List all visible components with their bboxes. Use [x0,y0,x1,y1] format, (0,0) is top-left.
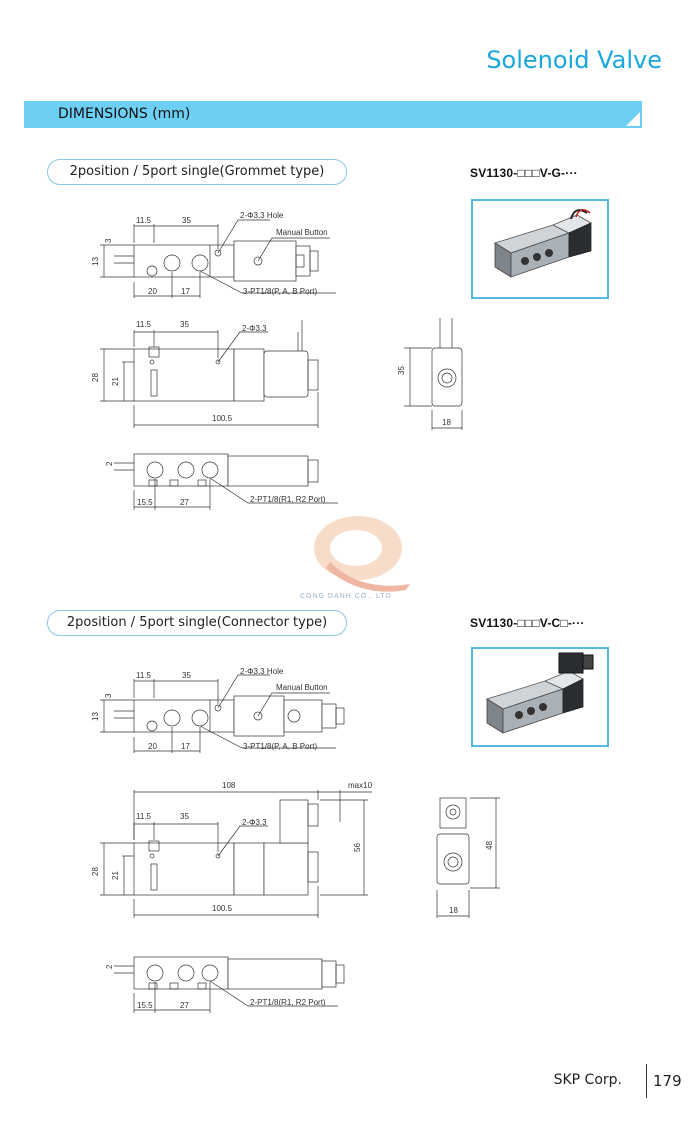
g-top-port: 3-PT1/8(P, A, B Port) [243,287,317,296]
g-top-d2: 35 [182,216,191,225]
c-side-h: 48 [485,841,494,850]
g-top-w1: 20 [148,287,157,296]
c-front-hole: 2-Φ3.3 [242,818,267,827]
c-bottom-h: 2 [105,964,114,969]
section-label: DIMENSIONS (mm) [58,106,191,122]
connector-type-label: 2position / 5port single(Connector type) [47,610,347,636]
footer-divider [646,1064,647,1098]
c-top-d1: 11.5 [136,671,152,680]
c-front-d2: 35 [180,812,189,821]
watermark-text: CONG DANH CO., LTD [300,593,392,600]
connector-front-view [100,790,372,918]
grommet-side-view [404,318,463,430]
g-side-h: 35 [397,366,406,375]
connector-valve-photo [471,647,609,747]
c-top-port: 3-PT1/8(P, A, B Port) [243,742,317,751]
grommet-bottom-view [114,453,338,510]
c-front-h2: 21 [111,871,120,880]
c-front-max: max10 [348,781,373,790]
grommet-model-code: SV1130-□□□V-G-··· [470,166,578,180]
g-bottom-w1: 15.5 [137,498,153,507]
grommet-type-label: 2position / 5port single(Grommet type) [47,159,347,185]
g-top-hole: 2-Φ3.3 Hole [240,211,284,220]
g-bottom-port: 2-PT1/8(R1, R2 Port) [250,495,326,504]
c-top-manual: Manual Button [276,683,328,692]
g-bottom-h: 2 [105,461,114,466]
g-top-manual: Manual Button [276,228,328,237]
connector-bottom-view [114,956,345,1013]
g-top-d1: 11.5 [136,216,152,225]
section-header: DIMENSIONS (mm) [24,101,642,128]
c-top-hole: 2-Φ3.3 Hole [240,667,284,676]
g-front-hole: 2-Φ3.3 [242,324,267,333]
c-top-h1: 3 [104,693,113,698]
c-bottom-w2: 27 [180,1001,189,1010]
c-top-w1: 20 [148,742,157,751]
c-bottom-w1: 15.5 [137,1001,153,1010]
page-number: 179 [653,1072,682,1090]
connector-model-code: SV1130-□□□V-C□-··· [470,616,585,630]
connector-valve-image [486,652,594,734]
c-front-h3: 56 [353,843,362,852]
c-bottom-port: 2-PT1/8(R1, R2 Port) [250,998,326,1007]
g-front-h1: 28 [91,373,100,382]
c-top-d2: 35 [182,671,191,680]
connector-side-view [436,797,500,918]
g-front-d1: 11.5 [136,320,152,329]
grommet-valve-photo [471,199,609,299]
corner-fold-icon [626,112,640,126]
grommet-front-view [100,320,319,428]
watermark-logo [314,516,410,592]
g-bottom-w2: 27 [180,498,189,507]
c-front-len: 100.5 [212,904,233,913]
grommet-valve-image [494,209,592,278]
c-front-d1: 11.5 [136,812,152,821]
g-side-w: 18 [442,418,451,427]
footer-company: SKP Corp. [553,1072,622,1088]
g-top-w2: 17 [181,287,190,296]
c-front-h1: 28 [91,867,100,876]
c-top-w2: 17 [181,742,190,751]
page-title: Solenoid Valve [486,46,662,74]
c-side-w: 18 [449,906,458,915]
g-front-len: 100.5 [212,414,233,423]
g-top-h2: 13 [91,257,100,266]
g-top-h1: 3 [104,238,113,243]
c-top-h2: 13 [91,712,100,721]
g-front-h2: 21 [111,377,120,386]
g-front-d2: 35 [180,320,189,329]
connector-top-view [100,674,345,753]
c-front-total: 108 [222,781,236,790]
grommet-top-view [100,219,336,298]
